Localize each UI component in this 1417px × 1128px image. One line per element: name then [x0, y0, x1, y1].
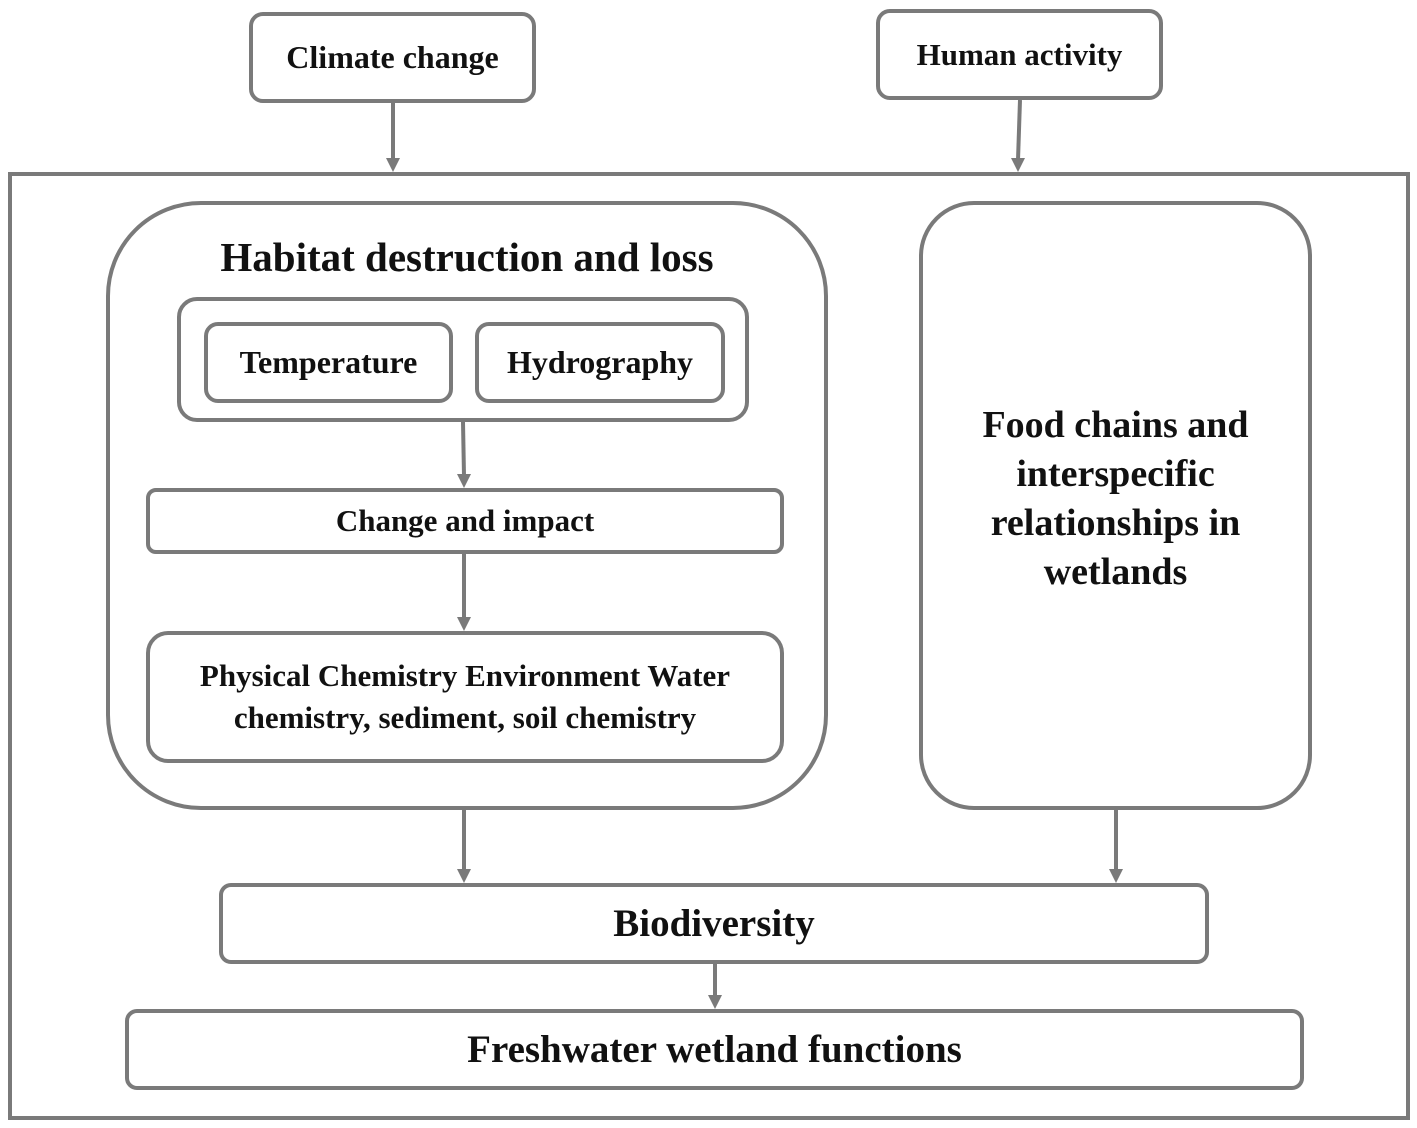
- freshwater-functions-label: Freshwater wetland functions: [467, 1028, 962, 1071]
- change-impact-label: Change and impact: [335, 503, 595, 538]
- climate-change-label: Climate change: [286, 39, 499, 75]
- habitat-title: Habitat destruction and loss: [220, 234, 714, 280]
- climate-change-box: Climate change: [249, 12, 536, 103]
- physical-chemistry-box: Physical Chemistry Environment Water che…: [146, 631, 784, 763]
- arrow-human-to-frame: [1016, 99, 1022, 161]
- habitat-container: [106, 201, 828, 810]
- temperature-box: Temperature: [204, 322, 453, 403]
- biodiversity-label: Biodiversity: [613, 902, 815, 945]
- freshwater-functions-box: Freshwater wetland functions: [125, 1009, 1304, 1090]
- human-activity-label: Human activity: [916, 36, 1123, 72]
- physical-chemistry-line2: chemistry, sediment, soil chemistry: [233, 700, 697, 735]
- human-activity-box: Human activity: [876, 9, 1163, 100]
- food-chains-line4: wetlands: [1043, 550, 1188, 593]
- hydrography-box: Hydrography: [475, 322, 725, 403]
- arrowhead-human: [1011, 158, 1025, 172]
- physical-chemistry-line1: Physical Chemistry Environment Water: [199, 658, 731, 693]
- food-chains-line2: interspecific: [1016, 452, 1215, 495]
- change-impact-box: Change and impact: [146, 488, 784, 554]
- food-chains-line3: relationships in: [990, 501, 1241, 544]
- factor-group: [177, 297, 749, 422]
- arrowhead-climate: [386, 158, 400, 172]
- biodiversity-box: Biodiversity: [219, 883, 1209, 964]
- hydrography-label: Hydrography: [506, 344, 694, 380]
- temperature-label: Temperature: [239, 344, 418, 380]
- outer-frame: [8, 172, 1410, 1120]
- food-chains-box: Food chains and interspecific relationsh…: [919, 201, 1312, 810]
- food-chains-line1: Food chains and: [982, 403, 1249, 446]
